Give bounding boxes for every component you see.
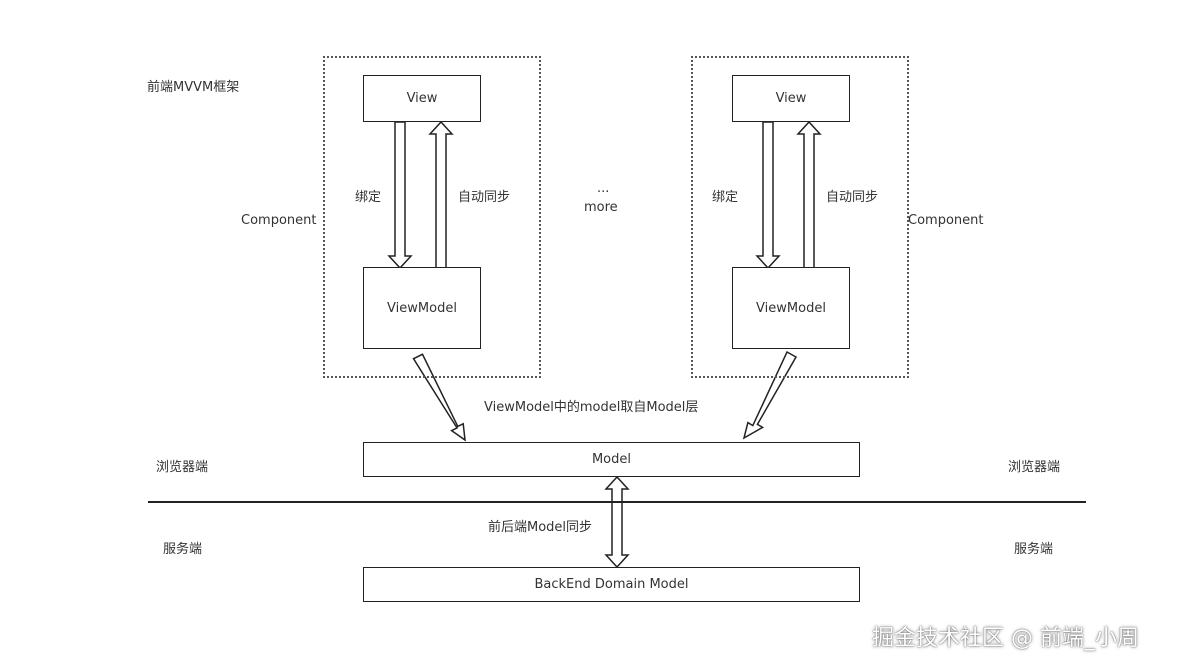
viewmodel-box-left: ViewModel — [363, 267, 481, 349]
sync-label-right: 自动同步 — [826, 190, 879, 205]
server-label-left: 服务端 — [163, 542, 203, 557]
more-label: more — [584, 200, 618, 215]
server-label-right: 服务端 — [1014, 542, 1054, 557]
frontend-framework-label: 前端MVVM框架 — [147, 80, 240, 95]
watermark: 掘金技术社区 @ 前端_小周 — [872, 626, 1139, 651]
viewmodel-box-right: ViewModel — [732, 267, 850, 349]
vm-to-model-arrow-left — [412, 353, 466, 442]
bind-label-right: 绑定 — [712, 190, 739, 205]
fe-be-sync-label: 前后端Model同步 — [488, 520, 593, 535]
sync-label-left: 自动同步 — [458, 190, 511, 205]
browser-label-right: 浏览器端 — [1008, 460, 1061, 475]
sync-arrow-right — [796, 120, 822, 269]
vm-to-model-arrow-right — [742, 350, 798, 440]
bind-arrow-right — [755, 121, 781, 270]
sync-arrow-left — [428, 120, 454, 269]
component-label-right: Component — [908, 213, 984, 228]
component-frame-right — [691, 56, 909, 378]
view-box-right: View — [732, 75, 850, 122]
bind-arrow-left — [387, 121, 413, 270]
vm-from-model-label: ViewModel中的model取自Model层 — [484, 400, 699, 415]
fe-be-sync-arrow — [604, 475, 630, 569]
backend-domain-model-box: BackEnd Domain Model — [363, 567, 860, 602]
model-box: Model — [363, 442, 860, 477]
component-label-left: Component — [241, 213, 317, 228]
browser-label-left: 浏览器端 — [156, 460, 209, 475]
ellipsis-label: ... — [597, 181, 610, 196]
bind-label-left: 绑定 — [355, 190, 382, 205]
component-frame-left — [323, 56, 541, 378]
view-box-left: View — [363, 75, 481, 122]
